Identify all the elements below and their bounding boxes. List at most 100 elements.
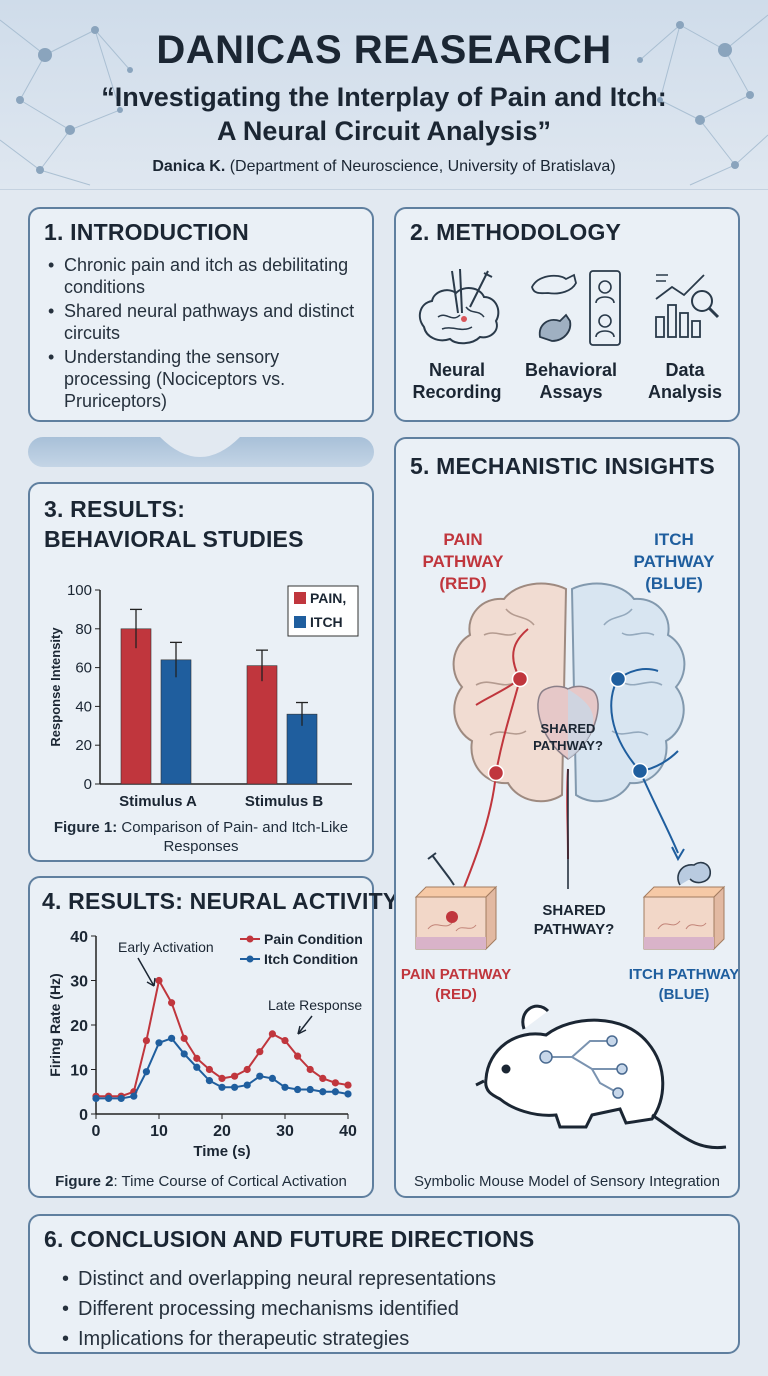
x-tick-label: Stimulus B: [245, 793, 324, 806]
bar-legend: PAIN, ITCH: [287, 585, 359, 637]
pain-data-point: [294, 1052, 302, 1060]
annotation-early-activation: Early Activation: [118, 939, 214, 955]
pain-data-point: [193, 1054, 201, 1062]
mouse-assay-icon: [531, 270, 621, 346]
itch-data-point: [92, 1094, 100, 1103]
pain-data-point: [205, 1065, 213, 1074]
svg-text:(RED): (RED): [439, 574, 486, 593]
mouse-model-caption: Symbolic Mouse Model of Sensory Integrat…: [414, 1173, 720, 1190]
introduction-bullet: Understanding the sensory processing (No…: [44, 346, 358, 412]
itch-data-point: [281, 1083, 289, 1091]
brain-illustration: [452, 582, 686, 803]
x-tick-label: 30: [276, 1123, 294, 1140]
legend-itch-condition: Itch Condition: [264, 951, 358, 967]
pain-data-point: [180, 1034, 188, 1042]
y-tick-label: 0: [84, 776, 92, 793]
y-axis-label: Firing Rate (Hz): [47, 973, 63, 1076]
pain-node: [511, 670, 529, 688]
author-line: Danica K. (Department of Neuroscience, U…: [0, 158, 768, 176]
legend-itch-swatch: [294, 616, 306, 628]
svg-text:PAIN: PAIN: [443, 530, 482, 549]
svg-text:SHARED: SHARED: [541, 721, 596, 736]
svg-text:PAIN PATHWAY: PAIN PATHWAY: [401, 966, 511, 983]
svg-text:(BLUE): (BLUE): [659, 986, 710, 1003]
y-tick-label: 10: [70, 1063, 88, 1080]
shared-pathway-center-label: SHARED PATHWAY?: [533, 721, 603, 753]
y-tick-label: 100: [67, 582, 92, 599]
x-tick-label: 40: [339, 1123, 357, 1140]
pain-data-point: [243, 1065, 251, 1074]
svg-text:PATHWAY: PATHWAY: [634, 552, 716, 571]
itch-data-point: [319, 1088, 327, 1096]
mouse-icon: [475, 1004, 727, 1150]
itch-data-point: [117, 1094, 125, 1103]
conclusion-bullet: Implications for therapeutic strategies: [58, 1325, 724, 1353]
network-decoration: [0, 14, 768, 186]
header-banner: DANICAS REASEARCH “Investigating the Int…: [0, 0, 768, 190]
itch-data-point: [344, 1090, 352, 1098]
itch-data-point: [331, 1088, 339, 1096]
itch-data-point: [256, 1072, 264, 1080]
itch-node: [609, 670, 627, 688]
x-axis-label: Time (s): [193, 1143, 250, 1160]
mouse-circuit-lines: [546, 1040, 622, 1094]
itch-data-point: [218, 1083, 226, 1091]
y-tick-label: 60: [75, 660, 92, 677]
pain-data-point: [142, 1036, 150, 1045]
itch-data-point: [193, 1063, 201, 1071]
svg-text:(RED): (RED): [435, 986, 477, 1003]
conclusion-panel: 6. CONCLUSION AND FUTURE DIRECTIONS Dist…: [28, 1214, 740, 1354]
pain-data-point: [319, 1074, 327, 1082]
pain-data-point: [256, 1048, 264, 1056]
pain-data-point: [306, 1065, 314, 1074]
poster-subtitle: “Investigating the Interplay of Pain and…: [0, 80, 768, 148]
x-tick-label: 20: [213, 1123, 231, 1140]
author-affiliation: (Department of Neuroscience, University …: [229, 158, 616, 175]
itch-data-point: [168, 1034, 176, 1042]
mechanism-illustration: PAIN PATHWAY (RED) ITCH PATHWAY (BLUE) S…: [401, 530, 738, 1150]
svg-text:PATHWAY?: PATHWAY?: [534, 921, 615, 938]
y-tick-label: 80: [75, 621, 92, 638]
subtitle-line-2: A Neural Circuit Analysis”: [216, 116, 552, 146]
bar-itch: [160, 659, 192, 785]
pain-data-point: [344, 1081, 352, 1089]
introduction-panel: 1. INTRODUCTION Chronic pain and itch as…: [28, 207, 374, 422]
itch-pathway-lower-label: ITCH PATHWAY (BLUE): [629, 966, 738, 1003]
introduction-bullet: Shared neural pathways and distinct circ…: [44, 300, 358, 344]
method-behavioral-assays-label: Behavioral Assays: [524, 360, 618, 402]
mechanistic-insights-panel: 5. MECHANISTIC INSIGHTS PAIN PATHWAY (RE…: [394, 437, 740, 1198]
pain-data-point: [155, 976, 163, 985]
conclusion-title: 6. CONCLUSION AND FUTURE DIRECTIONS: [44, 1226, 535, 1252]
method-neural-recording-label: Neural Recording: [412, 360, 502, 402]
legend-pain-condition: Pain Condition: [264, 931, 363, 947]
itch-data-point: [205, 1077, 213, 1085]
itch-data-point: [142, 1068, 150, 1076]
itch-data-point: [105, 1094, 113, 1103]
legend-pain-label: PAIN,: [310, 590, 346, 606]
itch-data-point: [243, 1081, 251, 1089]
hand-scratch-icon: [677, 861, 712, 886]
divider-notch: [160, 437, 240, 457]
pain-data-point: [281, 1036, 289, 1045]
y-tick-label: 20: [75, 737, 92, 754]
x-tick-label: 10: [150, 1123, 168, 1140]
mouse-circuit-nodes: [539, 1035, 628, 1099]
itch-skin-block: [642, 861, 726, 951]
pain-data-point: [218, 1074, 226, 1082]
conclusion-bullet: Distinct and overlapping neural represen…: [58, 1265, 724, 1293]
mechanistic-title: 5. MECHANISTIC INSIGHTS: [410, 453, 715, 479]
subtitle-line-1: “Investigating the Interplay of Pain and…: [101, 82, 667, 112]
svg-text:(BLUE): (BLUE): [645, 574, 703, 593]
itch-data-point: [180, 1050, 188, 1058]
pain-skin-block: [414, 852, 498, 951]
itch-pathway-line: [610, 668, 679, 854]
y-tick-label: 40: [75, 698, 92, 715]
methodology-panel: 2. METHODOLOGY Neural Recording Behavior…: [394, 207, 740, 422]
method-data-analysis-label: Data Analysis: [647, 360, 723, 402]
legend-itch-label: ITCH: [310, 614, 343, 630]
bar-pain: [120, 628, 152, 785]
